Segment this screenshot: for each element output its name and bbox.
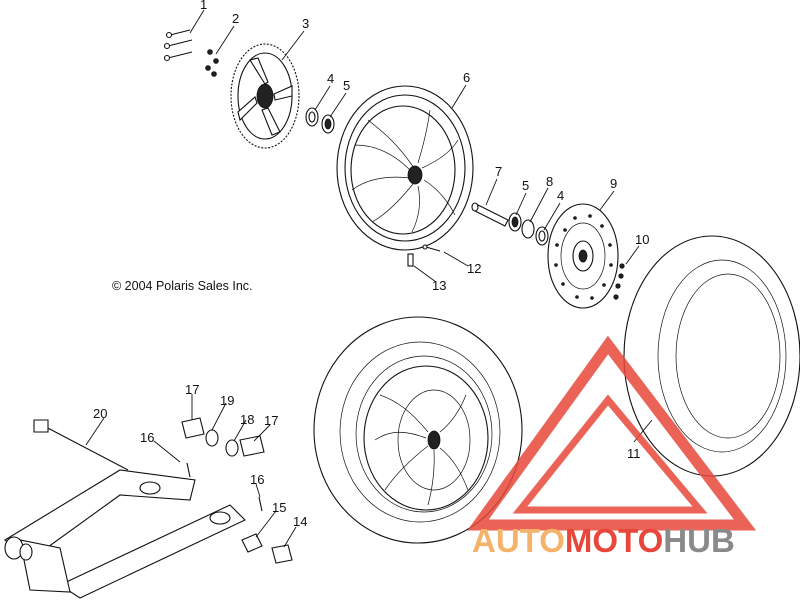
callout-2: 2	[232, 11, 239, 26]
part-7-spacer	[471, 202, 509, 227]
watermark-triangle-outer	[467, 335, 757, 531]
callout-1: 1	[200, 0, 207, 12]
part-9-brake-disc	[547, 203, 619, 309]
callout-12: 12	[467, 261, 481, 276]
callout-3: 3	[302, 16, 309, 31]
callout-16-right: 16	[250, 472, 264, 487]
callout-17-right: 17	[264, 413, 278, 428]
callout-15: 15	[272, 500, 286, 515]
callout-14: 14	[293, 514, 307, 529]
callout-9: 9	[610, 176, 617, 191]
callout-11: 11	[627, 446, 641, 461]
callout-16-left: 16	[140, 430, 154, 445]
callout-8: 8	[546, 174, 553, 189]
part-12-13-valve	[407, 244, 441, 267]
callout-20: 20	[93, 406, 107, 421]
part-17-18-19-adjusters	[181, 417, 265, 457]
part-20-swingarm-axle	[33, 419, 129, 471]
callout-4-left: 4	[327, 71, 334, 86]
assembled-wheel	[313, 316, 523, 544]
part-10-disc-bolts	[613, 263, 625, 300]
watermark-logo: AUTOMOTOHUB	[467, 335, 757, 559]
part-6-rear-wheel	[336, 85, 474, 251]
callout-7: 7	[495, 164, 502, 179]
callout-17-left: 17	[185, 382, 199, 397]
part-14-15-16-small-parts	[186, 462, 293, 564]
watermark-triangle-inner	[512, 394, 708, 514]
part-11-tire	[623, 235, 800, 477]
callout-5-left: 5	[343, 78, 350, 93]
copyright-text: © 2004 Polaris Sales Inc.	[112, 279, 253, 293]
swingarm-assembly	[4, 469, 246, 599]
part-4-5-bearing-left	[305, 107, 335, 134]
leader-lines	[85, 9, 653, 548]
part-2-nuts	[205, 49, 219, 77]
callout-5-right: 5	[522, 178, 529, 193]
callout-10: 10	[635, 232, 649, 247]
watermark-text: AUTOMOTOHUB	[472, 522, 735, 559]
callout-19: 19	[220, 393, 234, 408]
callout-13: 13	[432, 278, 446, 293]
part-3-sprocket	[230, 43, 300, 149]
callout-labels: 1 2 3 4 5 6 7 5 8 4 9 10 11 12 13 14 15 …	[93, 0, 649, 529]
part-1-bolts	[163, 29, 193, 62]
callout-6: 6	[463, 70, 470, 85]
part-5-8-4-bearing-right	[508, 212, 549, 246]
callout-18: 18	[240, 412, 254, 427]
callout-4-right: 4	[557, 188, 564, 203]
